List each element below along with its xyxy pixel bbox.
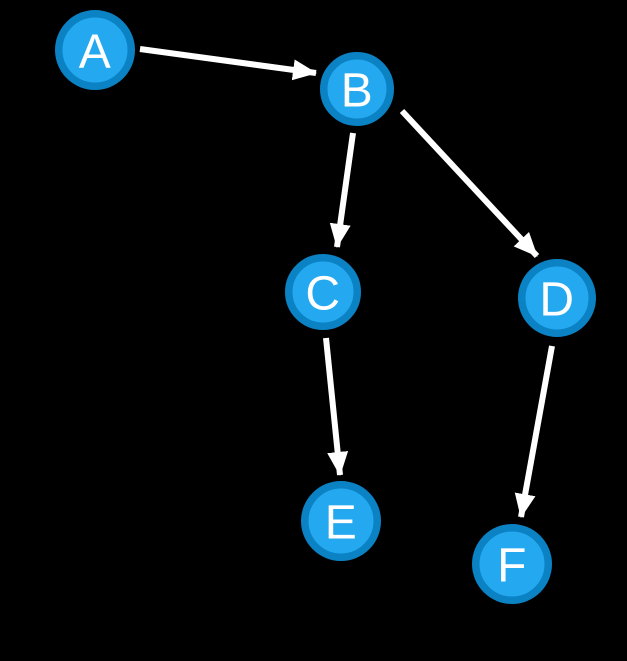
edge-D-F-arrow (514, 345, 555, 518)
node-D-circle[interactable] (518, 259, 596, 337)
edge-A-B-arrow (139, 46, 317, 81)
edge-B-C-arrow (329, 132, 356, 248)
node-C[interactable]: C (285, 254, 361, 330)
node-E[interactable]: E (301, 481, 381, 561)
node-A[interactable]: A (55, 10, 135, 90)
edge-C-E-arrow (323, 337, 349, 476)
node-E-circle[interactable] (301, 481, 381, 561)
node-F[interactable]: F (472, 524, 552, 604)
edge-B-D-arrow (399, 108, 540, 259)
node-C-circle[interactable] (285, 254, 361, 330)
node-B-circle[interactable] (320, 52, 394, 126)
node-A-circle[interactable] (55, 10, 135, 90)
node-D[interactable]: D (518, 259, 596, 337)
node-F-circle[interactable] (472, 524, 552, 604)
node-B[interactable]: B (320, 52, 394, 126)
